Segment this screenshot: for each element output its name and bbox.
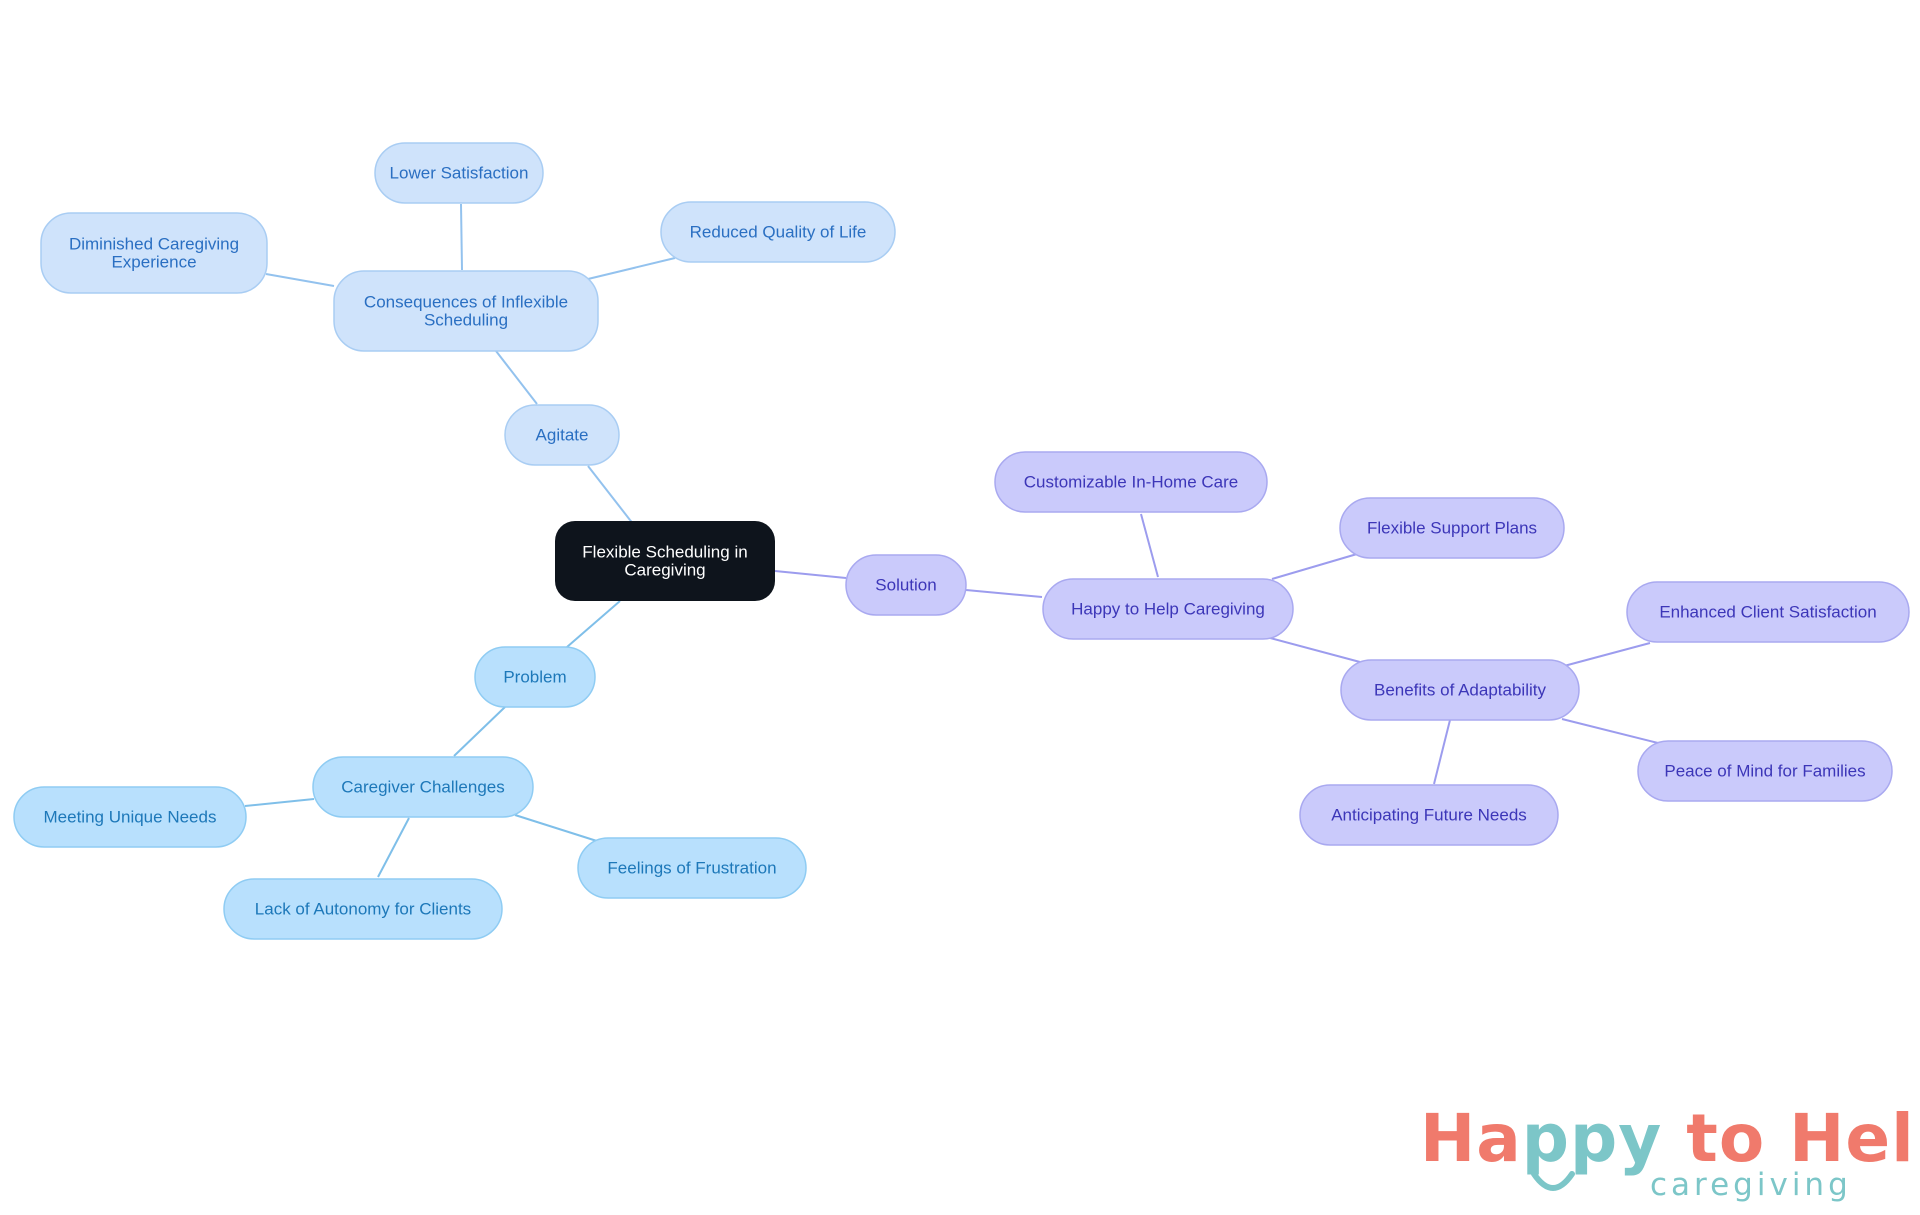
solution-node[interactable]: Solution <box>845 554 967 616</box>
benefits-node[interactable]: Benefits of Adaptability <box>1340 659 1580 721</box>
logo-word-part: Ha <box>1420 1100 1522 1177</box>
agitate-node-label: Agitate <box>536 426 589 445</box>
company-node[interactable]: Happy to Help Caregiving <box>1042 578 1294 640</box>
consequences-node-label: Consequences of Inflexible <box>364 293 568 312</box>
company-node-box <box>1042 578 1294 640</box>
nodes: Flexible Scheduling inCaregivingAgitateC… <box>13 142 1910 940</box>
edge-center-problem <box>566 600 621 648</box>
feelings-of-frustration-node-box <box>577 837 807 899</box>
edge-benefits-enhanced <box>1563 642 1651 667</box>
connector-lines <box>244 203 1659 878</box>
edge-solution-company <box>965 589 1043 598</box>
peace-of-mind-node[interactable]: Peace of Mind for Families <box>1637 740 1893 802</box>
customizable-care-node[interactable]: Customizable In-Home Care <box>994 451 1268 513</box>
edge-company-benefits <box>1269 637 1361 663</box>
customizable-care-node-label: Customizable In-Home Care <box>1024 473 1238 492</box>
consequences-node-label: Scheduling <box>424 311 508 330</box>
logo-word-part: ppy <box>1521 1100 1663 1177</box>
logo-wordmark: Happy to Help <box>1420 1102 1920 1176</box>
edge-benefits-anticipating <box>1433 719 1451 785</box>
problem-node-box <box>474 646 596 708</box>
flexible-support-node-label: Flexible Support Plans <box>1367 519 1537 538</box>
center-node-box <box>555 521 775 601</box>
edge-challenges-frustration <box>514 814 601 843</box>
edge-company-flexible <box>1271 553 1358 580</box>
agitate-node-box <box>504 404 620 466</box>
lack-of-autonomy-node[interactable]: Lack of Autonomy for Clients <box>223 878 503 940</box>
feelings-of-frustration-node-label: Feelings of Frustration <box>607 859 776 878</box>
logo-tagline: caregiving <box>1650 1167 1852 1203</box>
meeting-unique-needs-node[interactable]: Meeting Unique Needs <box>13 786 247 848</box>
center-node-label: Caregiving <box>624 561 705 580</box>
benefits-node-label: Benefits of Adaptability <box>1374 681 1547 700</box>
anticipating-needs-node-label: Anticipating Future Needs <box>1331 806 1527 825</box>
meeting-unique-needs-node-label: Meeting Unique Needs <box>44 808 217 827</box>
edge-center-solution <box>774 570 847 579</box>
anticipating-needs-node[interactable]: Anticipating Future Needs <box>1299 784 1559 846</box>
reduced-quality-node[interactable]: Reduced Quality of Life <box>660 201 896 263</box>
problem-node[interactable]: Problem <box>474 646 596 708</box>
peace-of-mind-node-box <box>1637 740 1893 802</box>
reduced-quality-node-label: Reduced Quality of Life <box>690 223 867 242</box>
edge-consequences-diminished <box>265 273 335 287</box>
caregiver-challenges-node-label: Caregiver Challenges <box>341 778 504 797</box>
solution-node-label: Solution <box>875 576 936 595</box>
caregiver-challenges-node[interactable]: Caregiver Challenges <box>312 756 534 818</box>
lack-of-autonomy-node-box <box>223 878 503 940</box>
smile-icon <box>1531 1171 1575 1191</box>
consequences-node-box <box>333 270 599 352</box>
lower-satisfaction-node[interactable]: Lower Satisfaction <box>374 142 544 204</box>
flexible-support-node[interactable]: Flexible Support Plans <box>1339 497 1565 559</box>
happy-to-help-logo: Happy to Help caregiving <box>1420 1102 1920 1203</box>
edge-challenges-meeting-unique-needs <box>244 798 315 807</box>
reduced-quality-node-box <box>660 201 896 263</box>
edge-company-customizable <box>1140 513 1159 578</box>
customizable-care-node-box <box>994 451 1268 513</box>
edge-problem-challenges <box>453 706 506 757</box>
edge-benefits-peace <box>1561 718 1659 744</box>
center-node-label: Flexible Scheduling in <box>582 543 747 562</box>
diminished-experience-node-box <box>40 212 268 294</box>
lower-satisfaction-node-box <box>374 142 544 204</box>
peace-of-mind-node-label: Peace of Mind for Families <box>1664 762 1865 781</box>
solution-node-box <box>845 554 967 616</box>
edge-consequences-lower-satisfaction <box>460 203 463 271</box>
edge-consequences-reduced-quality <box>587 257 676 280</box>
flexible-support-node-box <box>1339 497 1565 559</box>
diminished-experience-node-label: Diminished Caregiving <box>69 235 239 254</box>
enhanced-satisfaction-node-label: Enhanced Client Satisfaction <box>1659 603 1876 622</box>
enhanced-satisfaction-node[interactable]: Enhanced Client Satisfaction <box>1626 581 1910 643</box>
meeting-unique-needs-node-box <box>13 786 247 848</box>
agitate-node[interactable]: Agitate <box>504 404 620 466</box>
logo-word-part: to Help <box>1686 1100 1920 1177</box>
edge-agitate-consequences <box>495 350 538 405</box>
company-node-label: Happy to Help Caregiving <box>1071 600 1265 619</box>
edge-center-agitate-2 <box>587 465 631 521</box>
anticipating-needs-node-box <box>1299 784 1559 846</box>
feelings-of-frustration-node[interactable]: Feelings of Frustration <box>577 837 807 899</box>
lower-satisfaction-node-label: Lower Satisfaction <box>390 164 529 183</box>
edge-challenges-lack-of-autonomy <box>377 817 410 878</box>
lack-of-autonomy-node-label: Lack of Autonomy for Clients <box>255 900 471 919</box>
caregiver-challenges-node-box <box>312 756 534 818</box>
benefits-node-box <box>1340 659 1580 721</box>
diminished-experience-node-label: Experience <box>111 253 196 272</box>
problem-node-label: Problem <box>503 668 566 687</box>
enhanced-satisfaction-node-box <box>1626 581 1910 643</box>
